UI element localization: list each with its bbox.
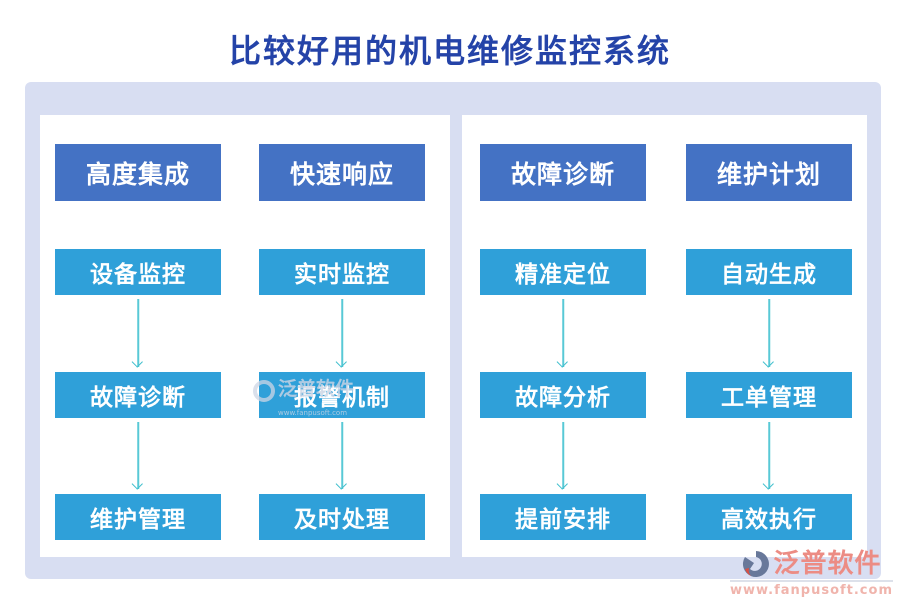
flow-step-box: 设备监控 xyxy=(55,249,221,295)
brand-logo: 泛普软件 www.fanpusoft.com xyxy=(729,549,893,598)
flow-step-box: 高效执行 xyxy=(686,494,852,540)
down-arrow-icon xyxy=(562,299,564,367)
down-arrow-icon xyxy=(768,422,770,489)
down-arrow-icon xyxy=(341,422,343,489)
flow-step-box: 实时监控 xyxy=(259,249,425,295)
flow-step-box: 故障分析 xyxy=(480,372,646,418)
flow-header-box: 快速响应 xyxy=(259,144,425,201)
flow-step-box: 自动生成 xyxy=(686,249,852,295)
panel-right: 故障诊断 精准定位 故障分析 提前安排 维护计划 自动生成 工单管理 高效执行 xyxy=(462,115,867,557)
down-arrow-icon xyxy=(562,422,564,489)
flow-column-integration: 高度集成 设备监控 故障诊断 维护管理 xyxy=(55,115,221,557)
flow-step-box: 维护管理 xyxy=(55,494,221,540)
flow-column-maintenance-plan: 维护计划 自动生成 工单管理 高效执行 xyxy=(686,115,852,557)
page-title: 比较好用的机电维修监控系统 xyxy=(228,32,671,70)
down-arrow-icon xyxy=(137,299,139,367)
flow-step-box: 故障诊断 xyxy=(55,372,221,418)
flow-header-box: 维护计划 xyxy=(686,144,852,201)
panel-left: 高度集成 设备监控 故障诊断 维护管理 快速响应 实时监控 报警机制 及时处理 xyxy=(40,115,450,557)
diagram-canvas: 高度集成 设备监控 故障诊断 维护管理 快速响应 实时监控 报警机制 及时处理 … xyxy=(25,82,881,579)
down-arrow-icon xyxy=(137,422,139,489)
brand-logo-icon xyxy=(741,549,771,579)
down-arrow-icon xyxy=(341,299,343,367)
flow-step-box: 报警机制 xyxy=(259,372,425,418)
flow-step-box: 工单管理 xyxy=(686,372,852,418)
flow-header-box: 故障诊断 xyxy=(480,144,646,201)
flow-header-box: 高度集成 xyxy=(55,144,221,201)
flow-step-box: 精准定位 xyxy=(480,249,646,295)
down-arrow-icon xyxy=(768,299,770,367)
brand-name: 泛普软件 xyxy=(773,549,882,579)
flow-step-box: 及时处理 xyxy=(259,494,425,540)
flow-column-diagnosis: 故障诊断 精准定位 故障分析 提前安排 xyxy=(480,115,646,557)
flow-column-response: 快速响应 实时监控 报警机制 及时处理 xyxy=(259,115,425,557)
flow-step-box: 提前安排 xyxy=(480,494,646,540)
brand-url: www.fanpusoft.com xyxy=(729,580,893,598)
